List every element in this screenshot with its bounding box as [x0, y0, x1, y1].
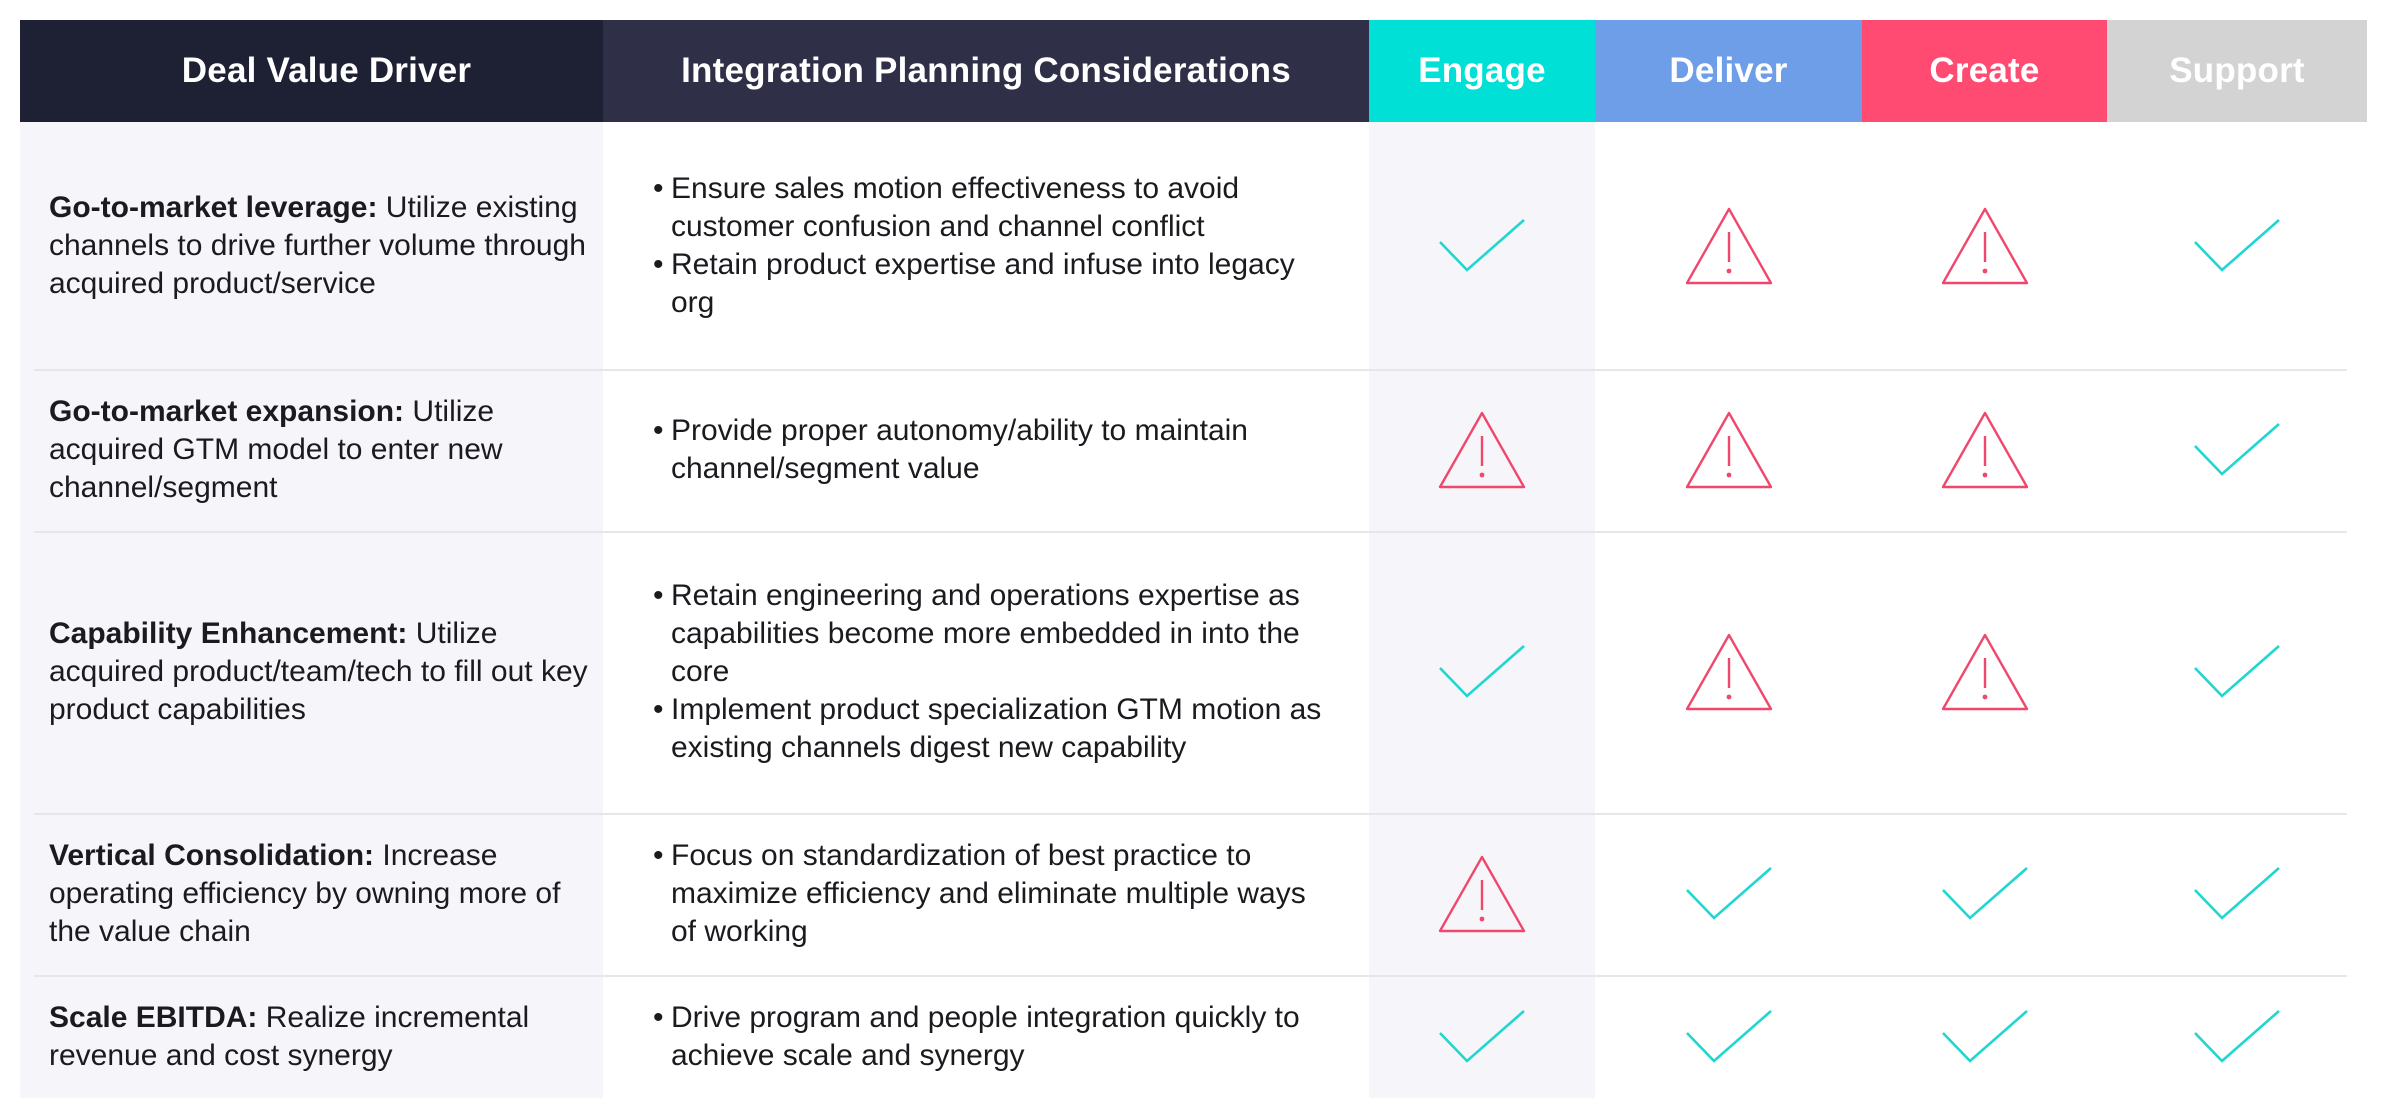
warning-icon	[1941, 633, 2028, 711]
deal-value-driver-cell: Vertical Consolidation: Increase operati…	[20, 813, 603, 975]
header-engage: Engage	[1369, 20, 1595, 122]
engage-status-cell	[1369, 975, 1595, 1098]
driver-detail: Realize incremental revenue and cost syn…	[49, 1000, 530, 1072]
support-column-bg	[2107, 122, 2367, 1098]
deliver-status-cell	[1595, 975, 1862, 1098]
driver-title: Go-to-market leverage:	[49, 190, 378, 224]
driver-description: Go-to-market expansion: Utilize acquired…	[49, 393, 589, 507]
header-support: Support	[2107, 20, 2367, 122]
deliver-status-cell	[1595, 813, 1862, 975]
row-divider	[34, 531, 2347, 533]
warning-icon	[1438, 411, 1526, 489]
check-icon	[2194, 645, 2280, 698]
check-icon	[2194, 867, 2280, 920]
header-deal-value-driver: Deal Value Driver	[20, 20, 603, 122]
warning-icon	[1941, 411, 2028, 489]
planning-considerations-cell: Retain engineering and operations expert…	[603, 531, 1369, 813]
deliver-status-cell	[1595, 531, 1862, 813]
engage-status-cell	[1369, 369, 1595, 531]
create-column-bg	[1862, 122, 2107, 1098]
deal-value-driver-cell: Go-to-market expansion: Utilize acquired…	[20, 369, 603, 531]
create-status-cell	[1862, 122, 2107, 369]
engage-status-cell	[1369, 531, 1595, 813]
consideration-item: Implement product specialization GTM mot…	[653, 691, 1329, 767]
check-icon	[1941, 867, 2028, 920]
consideration-item: Ensure sales motion effectiveness to avo…	[653, 170, 1329, 246]
support-status-cell	[2107, 369, 2367, 531]
check-icon	[1439, 645, 1525, 698]
deliver-column-bg	[1595, 122, 1862, 1098]
warning-icon	[1685, 207, 1772, 284]
support-status-cell	[2107, 975, 2367, 1098]
driver-title: Go-to-market expansion:	[49, 395, 405, 428]
driver-title: Capability Enhancement:	[49, 617, 408, 650]
row-divider	[34, 813, 2347, 815]
driver-detail: Utilize existing channels to drive furth…	[49, 190, 586, 300]
driver-title: Scale EBITDA:	[49, 1000, 258, 1034]
check-icon	[1439, 218, 1525, 272]
warning-icon	[1438, 855, 1526, 933]
header-create: Create	[1862, 20, 2107, 122]
considerations-list: Retain engineering and operations expert…	[653, 577, 1329, 767]
support-status-cell	[2107, 122, 2367, 369]
driver-column-bg	[20, 122, 603, 1098]
check-icon	[1685, 867, 1772, 920]
planning-considerations-cell: Drive program and people integration qui…	[603, 975, 1369, 1098]
considerations-list: Drive program and people integration qui…	[653, 999, 1329, 1075]
consideration-item: Retain engineering and operations expert…	[653, 577, 1329, 691]
row-divider	[34, 369, 2347, 371]
considerations-list: Ensure sales motion effectiveness to avo…	[653, 170, 1329, 322]
planning-considerations-cell: Ensure sales motion effectiveness to avo…	[603, 122, 1369, 369]
consideration-item: Focus on standardization of best practic…	[653, 837, 1329, 951]
planning-considerations-cell: Focus on standardization of best practic…	[603, 813, 1369, 975]
header-deliver: Deliver	[1595, 20, 1862, 122]
check-icon	[1685, 1009, 1772, 1063]
create-status-cell	[1862, 369, 2107, 531]
driver-description: Go-to-market leverage: Utilize existing …	[49, 189, 589, 303]
consideration-item: Retain product expertise and infuse into…	[653, 246, 1329, 322]
driver-title: Vertical Consolidation:	[49, 839, 375, 872]
deal-value-driver-cell: Capability Enhancement: Utilize acquired…	[20, 531, 603, 813]
check-icon	[1941, 1009, 2028, 1063]
create-status-cell	[1862, 975, 2107, 1098]
driver-description: Scale EBITDA: Realize incremental revenu…	[49, 999, 589, 1075]
create-status-cell	[1862, 531, 2107, 813]
deal-value-driver-cell: Scale EBITDA: Realize incremental revenu…	[20, 975, 603, 1098]
engage-status-cell	[1369, 813, 1595, 975]
check-icon	[2194, 218, 2280, 272]
create-status-cell	[1862, 813, 2107, 975]
deliver-status-cell	[1595, 122, 1862, 369]
value-driver-table: Deal Value Driver Integration Planning C…	[20, 20, 2367, 1098]
considerations-list: Focus on standardization of best practic…	[653, 837, 1329, 951]
warning-icon	[1685, 411, 1772, 489]
row-divider	[34, 975, 2347, 977]
header-integration-planning: Integration Planning Considerations	[603, 20, 1369, 122]
deliver-status-cell	[1595, 369, 1862, 531]
driver-description: Capability Enhancement: Utilize acquired…	[49, 615, 589, 729]
engage-status-cell	[1369, 122, 1595, 369]
consideration-item: Provide proper autonomy/ability to maint…	[653, 412, 1329, 488]
driver-description: Vertical Consolidation: Increase operati…	[49, 837, 589, 951]
driver-detail: Increase operating efficiency by owning …	[49, 839, 561, 948]
warning-icon	[1685, 633, 1772, 711]
check-icon	[1439, 1009, 1525, 1063]
deal-value-driver-cell: Go-to-market leverage: Utilize existing …	[20, 122, 603, 369]
warning-icon	[1941, 207, 2028, 284]
support-status-cell	[2107, 813, 2367, 975]
driver-detail: Utilize acquired product/team/tech to fi…	[49, 617, 588, 726]
planning-considerations-cell: Provide proper autonomy/ability to maint…	[603, 369, 1369, 531]
engage-column-bg	[1369, 122, 1595, 1098]
consideration-item: Drive program and people integration qui…	[653, 999, 1329, 1075]
check-icon	[2194, 423, 2280, 476]
considerations-list: Provide proper autonomy/ability to maint…	[653, 412, 1329, 488]
check-icon	[2194, 1009, 2280, 1063]
support-status-cell	[2107, 531, 2367, 813]
driver-detail: Utilize acquired GTM model to enter new …	[49, 395, 503, 504]
